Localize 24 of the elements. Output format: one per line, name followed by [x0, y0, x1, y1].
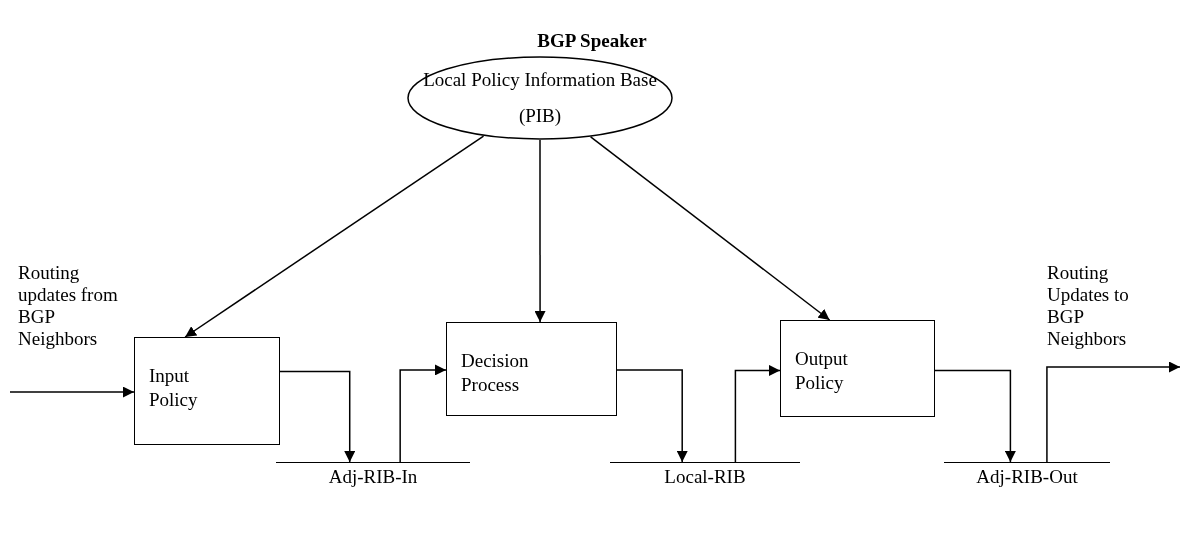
policy-base-ellipse [407, 56, 673, 140]
node-label: Adj-RIB-In [328, 467, 418, 487]
arrow [616, 369, 688, 463]
arrow [934, 369, 1016, 463]
node-label: Local Policy Information Base (PIB) [422, 68, 658, 128]
node-label: Output Policy [795, 347, 849, 395]
diagram-title: BGP Speaker [536, 30, 648, 52]
node-label: Local-RIB [664, 467, 746, 487]
process-box [446, 322, 617, 416]
node-label: Adj-RIB-Out [976, 467, 1078, 487]
annotation-text: Routing Updates to BGP Neighbors [1047, 262, 1130, 350]
arrow [734, 364, 781, 463]
process-box [780, 320, 935, 417]
node-label: Decision Process [461, 349, 530, 397]
arrow [589, 136, 831, 321]
arrow [534, 139, 546, 323]
annotation-text: Routing updates from BGP Neighbors [18, 262, 119, 350]
arrow [184, 135, 485, 338]
arrow [1046, 361, 1181, 463]
process-box [134, 337, 280, 445]
arrow [9, 386, 135, 398]
node-label: Input Policy [149, 364, 199, 412]
arrow [279, 370, 356, 463]
arrow [399, 364, 447, 463]
